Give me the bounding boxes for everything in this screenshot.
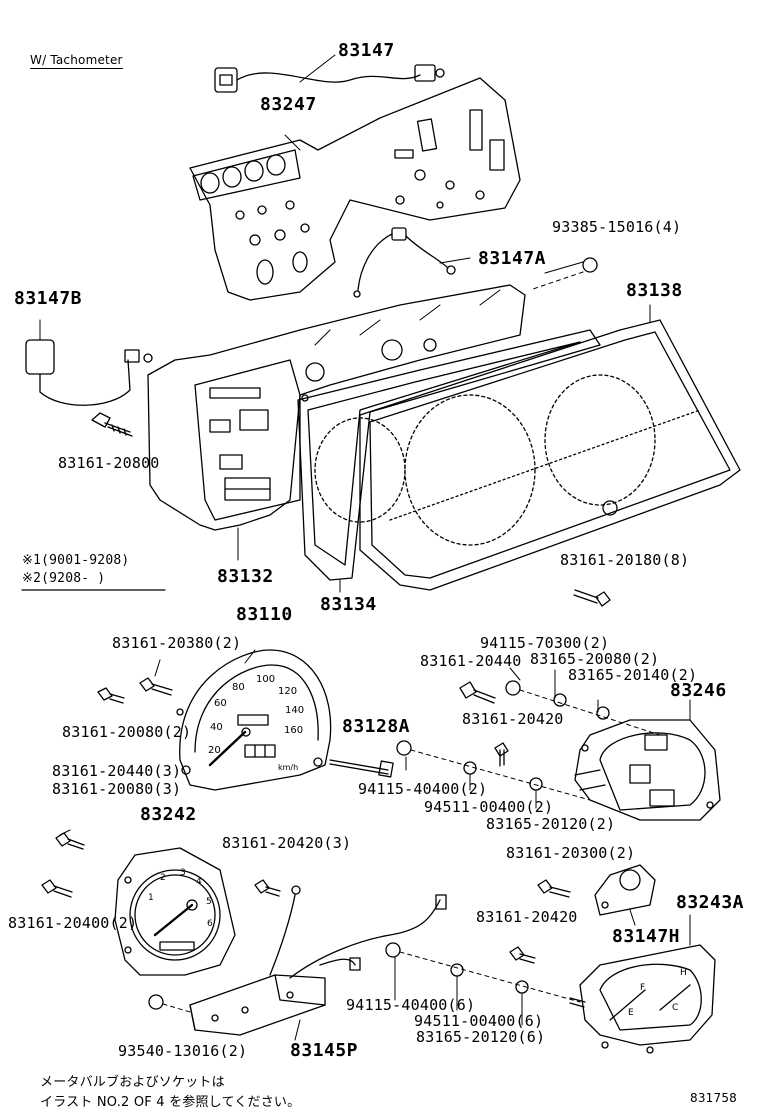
screw-83161-20180 xyxy=(573,589,611,607)
screws-83161-20300 xyxy=(537,879,571,898)
variant-heading: W/ Tachometer xyxy=(30,53,123,69)
svg-text:2: 2 xyxy=(160,873,166,883)
part-83161-20420-3: 83161-20420(3) xyxy=(222,834,352,852)
gauge-mark-e: E xyxy=(628,1008,634,1018)
part-83147H: 83147H xyxy=(612,926,681,947)
speedometer-tick-60: 60 xyxy=(214,698,227,709)
note-2: ※2(9208- ) xyxy=(22,571,106,586)
part-83147A: 83147A xyxy=(478,248,547,269)
wire-harness-83147 xyxy=(214,54,445,93)
speedometer-83110: 20 40 60 80 100 120 140 160 km/h xyxy=(176,649,332,791)
tachometer-83246 xyxy=(574,699,721,821)
part-83147B: 83147B xyxy=(14,288,83,309)
speedometer-tick-20: 20 xyxy=(208,745,221,756)
speedometer-tick-100: 100 xyxy=(256,674,275,685)
part-83247: 83247 xyxy=(260,94,317,115)
part-93540-13016: 93540-13016(2) xyxy=(118,1042,248,1060)
meter-case-83132 xyxy=(147,284,526,561)
footnote-line-1: メータバルブおよびソケットは xyxy=(40,1075,225,1090)
part-83161-20420-a: 83161-20420 xyxy=(462,710,564,728)
screws-83161-20400 xyxy=(41,879,73,898)
part-83161-20420-b: 83161-20420 xyxy=(476,908,578,926)
part-83110: 83110 xyxy=(236,604,293,625)
part-83161-20300: 83161-20300(2) xyxy=(506,844,636,862)
shaft-83128A xyxy=(329,759,394,778)
tachometer-83242: 1 2 3 4 5 6 xyxy=(114,847,236,976)
part-83128A: 83128A xyxy=(342,716,411,737)
washer-93385 xyxy=(529,257,598,291)
part-83145P: 83145P xyxy=(290,1040,359,1061)
part-83147: 83147 xyxy=(338,40,395,61)
speedometer-tick-40: 40 xyxy=(210,722,223,733)
speedometer-tick-160: 160 xyxy=(284,725,303,736)
part-94511-00400-6: 94511-00400(6) xyxy=(414,1012,544,1030)
svg-text:5: 5 xyxy=(206,897,212,907)
part-83161-20380: 83161-20380(2) xyxy=(112,634,242,652)
fuel-temp-gauge-83243A: F E C H xyxy=(579,914,716,1054)
gauge-mark-h: H xyxy=(680,968,687,978)
part-83132: 83132 xyxy=(217,566,274,587)
part-83242: 83242 xyxy=(140,804,197,825)
gauge-mark-c: C xyxy=(672,1003,678,1013)
part-83134: 83134 xyxy=(320,594,377,615)
part-83161-20180: 83161-20180(8) xyxy=(560,551,690,569)
part-94115-40400-2: 94115-40400(2) xyxy=(358,780,488,798)
part-83161-20400: 83161-20400(2) xyxy=(8,914,138,932)
part-83138: 83138 xyxy=(626,280,683,301)
illustration-code: 831758 xyxy=(690,1091,738,1105)
part-83165-20140: 83165-20140(2) xyxy=(568,666,698,684)
part-83161-20080-3: 83161-20080(3) xyxy=(52,780,182,798)
leader-lines xyxy=(59,257,599,1026)
screws-83161-20420-b xyxy=(509,946,536,964)
part-83246: 83246 xyxy=(670,680,727,701)
part-83161-20440-a: 83161-20440 xyxy=(420,652,522,670)
part-94511-00400-2: 94511-00400(2) xyxy=(424,798,554,816)
wire-harness-83147A xyxy=(353,227,456,298)
lower-washers xyxy=(385,942,586,1008)
part-83165-20080: 83165-20080(2) xyxy=(530,650,660,668)
tachometer-hardware xyxy=(396,680,661,801)
screws-83161-20380 xyxy=(139,659,173,696)
socket-83147B xyxy=(25,319,153,406)
speedometer-tick-140: 140 xyxy=(285,705,304,716)
screws-83161-20080 xyxy=(97,687,125,704)
footnote-line-2: イラスト NO.2 OF 4 を参照してください。 xyxy=(40,1095,301,1110)
bracket-83147H xyxy=(594,864,656,926)
circuit-board-83145P xyxy=(189,885,447,1041)
note-1: ※1(9001-9208) xyxy=(22,553,130,568)
svg-text:6: 6 xyxy=(207,919,213,929)
part-83165-20120-6: 83165-20120(6) xyxy=(416,1028,546,1046)
part-94115-40400-6: 94115-40400(6) xyxy=(346,996,476,1014)
speedometer-tick-120: 120 xyxy=(278,686,297,697)
speedometer-tick-80: 80 xyxy=(232,682,245,693)
speedometer-unit: km/h xyxy=(278,763,298,772)
part-83161-20080-2: 83161-20080(2) xyxy=(62,723,192,741)
part-93385-15016: 93385-15016(4) xyxy=(552,218,682,236)
printed-circuit-plate-83247 xyxy=(189,77,521,301)
part-83165-20120-2: 83165-20120(2) xyxy=(486,815,616,833)
part-83161-20440-3: 83161-20440(3) xyxy=(52,762,182,780)
screw-83161-20800 xyxy=(91,412,133,437)
svg-text:4: 4 xyxy=(196,877,202,887)
gauge-mark-f: F xyxy=(640,983,645,993)
part-83243A: 83243A xyxy=(676,892,745,913)
part-83161-20800: 83161-20800 xyxy=(58,454,160,472)
svg-text:1: 1 xyxy=(148,893,154,903)
svg-text:3: 3 xyxy=(180,868,186,878)
screws-83161-20420-3 xyxy=(254,879,281,897)
washer-93540 xyxy=(148,994,191,1013)
part-94115-70300: 94115-70300(2) xyxy=(480,634,610,652)
meter-glass-83138 xyxy=(359,304,741,591)
